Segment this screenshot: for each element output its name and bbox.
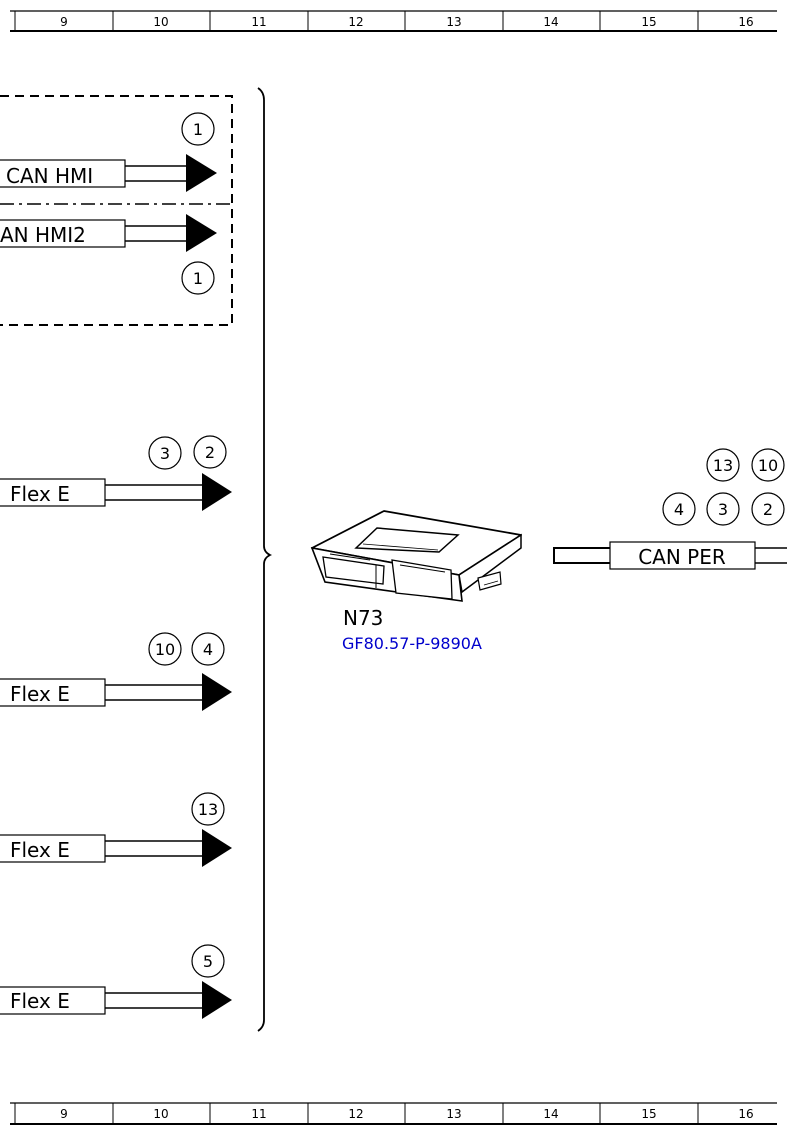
reference-marker: 3 [148, 436, 182, 470]
bus-can-hmi[interactable]: CAN HMI [0, 154, 217, 192]
bus-label-box [609, 541, 756, 570]
arrow-right-icon [202, 829, 232, 867]
ruler-bottom-col: 13 [446, 1107, 461, 1121]
bus-flex-e[interactable]: Flex E [0, 829, 232, 867]
marker-number: 3 [160, 444, 170, 463]
arrow-right-icon [202, 473, 232, 511]
reference-marker: 2 [751, 492, 785, 526]
bus-label-box [0, 834, 106, 863]
ruler-top-col: 12 [348, 15, 363, 29]
marker-number: 10 [155, 640, 175, 659]
arrow-right-icon [186, 154, 217, 192]
ruler-bottom-col: 15 [641, 1107, 656, 1121]
bus-label-box [0, 678, 106, 707]
marker-number: 1 [193, 269, 203, 288]
ruler-bottom-col: 16 [738, 1107, 753, 1121]
bus-flex-e[interactable]: Flex E [0, 981, 232, 1019]
arrow-right-icon [202, 673, 232, 711]
reference-marker: 1 [181, 112, 215, 146]
ruler-top-col: 11 [251, 15, 266, 29]
ruler-bottom-col: 9 [60, 1107, 68, 1121]
marker-number: 13 [198, 800, 218, 819]
ruler-bottom-col: 10 [153, 1107, 168, 1121]
marker-number: 4 [674, 500, 684, 519]
bus-label: Flex E [10, 989, 70, 1013]
marker-number: 10 [758, 456, 778, 475]
reference-marker: 3 [706, 492, 740, 526]
marker-number: 5 [203, 952, 213, 971]
ruler-top-col: 16 [738, 15, 753, 29]
bus-flex-e[interactable]: Flex E [0, 673, 232, 711]
reference-marker: 4 [191, 632, 225, 666]
top-ruler: 9 10 11 12 13 14 15 16 [10, 10, 777, 32]
bus-label: Flex E [10, 838, 70, 862]
arrow-right-icon [202, 981, 232, 1019]
marker-number: 1 [193, 120, 203, 139]
arrow-right-icon [186, 214, 217, 252]
bus-label: CAN PER [638, 545, 726, 569]
hmi-group-box [0, 95, 233, 326]
ruler-bottom-col: 14 [543, 1107, 558, 1121]
reference-marker: 10 [148, 632, 182, 666]
ruler-top-col: 15 [641, 15, 656, 29]
ruler-bottom-col: 11 [251, 1107, 266, 1121]
reference-marker: 4 [662, 492, 696, 526]
marker-number: 2 [205, 443, 215, 462]
bus-label: CAN HMI [6, 164, 93, 188]
ruler-bottom-col: 12 [348, 1107, 363, 1121]
bus-label-box [0, 219, 126, 248]
bus-label-box [0, 159, 126, 188]
bus-label: Flex E [10, 482, 70, 506]
marker-number: 2 [763, 500, 773, 519]
marker-number: 3 [718, 500, 728, 519]
bus-label: CAN HMI2 [0, 223, 86, 247]
bus-can-hmi2[interactable]: CAN HMI2 [0, 214, 217, 252]
component-name: N73 [343, 606, 383, 630]
bus-label-box [0, 478, 106, 507]
bus-can-per[interactable]: CAN PER [553, 541, 787, 570]
ruler-top-col: 13 [446, 15, 461, 29]
reference-marker: 13 [706, 448, 740, 482]
ruler-top-col: 14 [543, 15, 558, 29]
bus-label-box [0, 986, 106, 1015]
control-unit-icon[interactable] [310, 510, 522, 602]
reference-marker: 10 [751, 448, 785, 482]
marker-number: 13 [713, 456, 733, 475]
bus-label: Flex E [10, 682, 70, 706]
component-reference-link[interactable]: GF80.57-P-9890A [342, 634, 482, 653]
reference-marker: 1 [181, 261, 215, 295]
ruler-top-col: 9 [60, 15, 68, 29]
reference-marker: 2 [193, 435, 227, 469]
marker-number: 4 [203, 640, 213, 659]
grouping-brace [257, 87, 273, 1032]
reference-marker: 5 [191, 944, 225, 978]
bottom-ruler: 9 10 11 12 13 14 15 16 [10, 1102, 777, 1125]
reference-marker: 13 [191, 792, 225, 826]
ruler-top-col: 10 [153, 15, 168, 29]
bus-flex-e[interactable]: Flex E [0, 473, 232, 511]
